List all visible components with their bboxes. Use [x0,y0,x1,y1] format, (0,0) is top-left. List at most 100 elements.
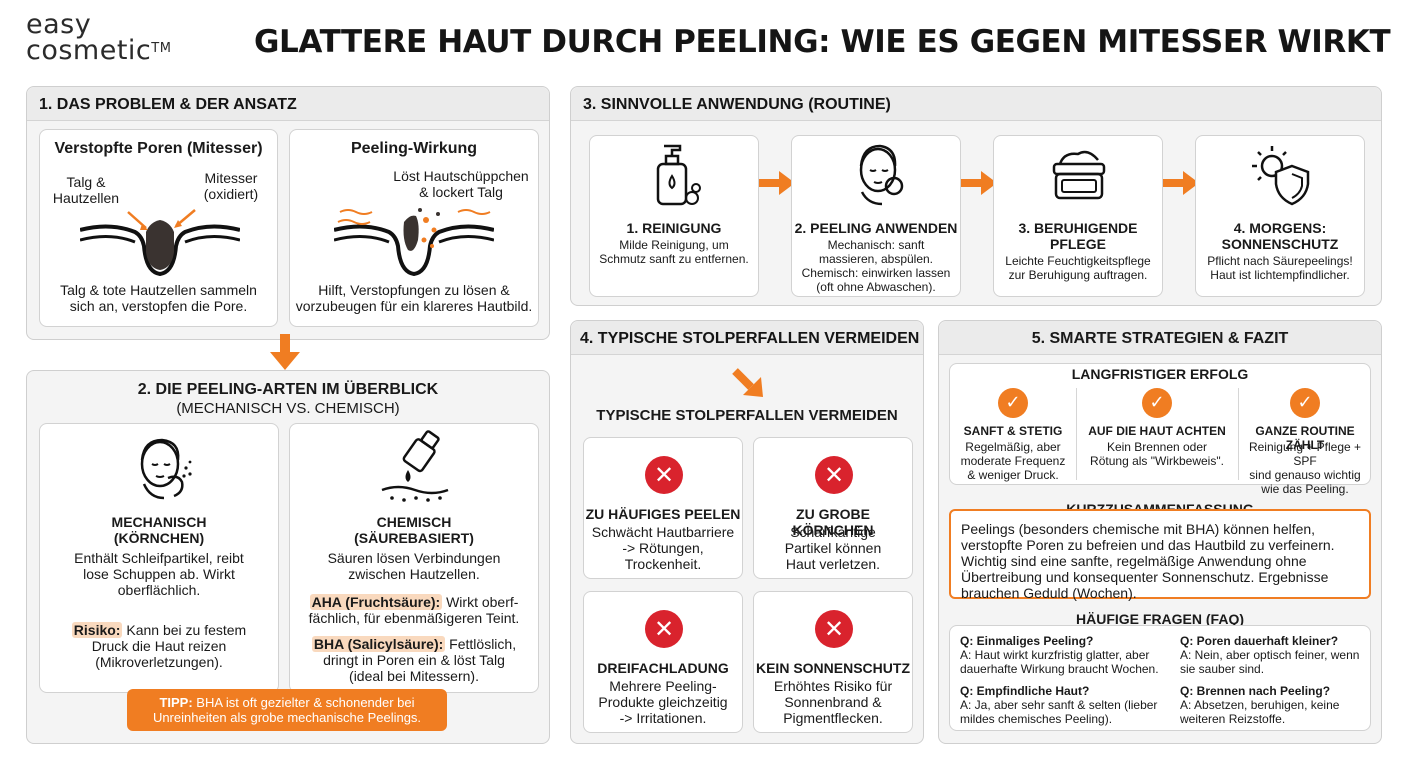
pitfall-title: ZU HÄUFIGES PEELEN [585,506,741,522]
pitfall-title: DREIFACHLADUNG [597,660,729,676]
risk-text: Risiko: Kann bei zu festem Druck die Hau… [71,622,247,670]
divider [1076,388,1077,480]
x-icon: ✕ [815,456,853,494]
label-peeling: Löst Hautschüppchen& lockert Talg [393,168,529,200]
section-peeling-types: 2. DIE PEELING-ARTEN IM ÜBERBLICK (MECHA… [26,370,550,744]
step-title: 4. MORGENS:SONNENSCHUTZ [1221,220,1339,252]
card-title: Peeling-Wirkung [350,140,478,157]
arrow-down-icon [270,334,300,370]
face-cotton-pad-icon [859,144,904,206]
brand-logo: easy cosmeticTM [26,9,172,66]
card-title: CHEMISCH(SÄUREBASIERT) [354,514,474,546]
card-title: MECHANISCH(KÖRNCHEN) [111,514,207,546]
tip-label: TIPP: [159,695,193,710]
faq-item: Q: Poren dauerhaft kleiner?A: Nein, aber… [1180,634,1360,676]
pitfall-title: KEIN SONNENSCHUTZ [755,660,910,676]
cream-jar-icon [1052,150,1106,200]
success-title: LANGFRISTIGER ERFOLG [1071,366,1249,382]
section-title: 3. SINNVOLLE ANWENDUNG (ROUTINE) [583,96,891,113]
section-routine: 3. SINNVOLLE ANWENDUNG (ROUTINE) 1. REIN… [570,86,1382,306]
label-sebum: Talg &Hautzellen [52,174,120,206]
risk-label: Risiko: [71,622,123,638]
card-clogged-pores: Verstopfte Poren (Mitesser) Talg &Hautze… [39,129,278,327]
sun-shield-icon [1252,146,1310,206]
card-title: Verstopfte Poren (Mitesser) [54,140,263,157]
x-icon: ✕ [645,610,683,648]
section-pitfalls: 4. TYPISCHE STOLPERFALLEN VERMEIDEN TYPI… [570,320,924,744]
section-problem: 1. DAS PROBLEM & DER ANSATZ Verstopfte P… [26,86,550,340]
faq-box: Q: Einmaliges Peeling?A: Haut wirkt kurz… [949,625,1371,731]
check-icon: ✓ [1290,388,1320,418]
x-icon: ✕ [815,610,853,648]
faq-item: Q: Brennen nach Peeling?A: Absetzen, ber… [1180,684,1340,726]
success-item-title: AUF DIE HAUT ACHTEN [1088,424,1226,438]
section-header [939,321,1381,355]
dropper-bottle-icon [381,430,449,502]
success-box: LANGFRISTIGER ERFOLG ✓ SANFT & STETIG Re… [949,363,1371,496]
card-chemical: CHEMISCH(SÄUREBASIERT) Säuren lösen Verb… [289,423,539,693]
pitfall-card: ✕ DREIFACHLADUNG Mehrere Peeling-Produkt… [583,591,743,733]
aha-text: AHA (Fruchtsäure): Wirkt oberf- fächlich… [308,594,520,626]
arrow-right-icon [1163,171,1199,195]
arrow-right-icon [759,171,795,195]
section-header [27,87,549,121]
section-strategies: 5. SMARTE STRATEGIEN & FAZIT LANGFRISTIG… [938,320,1382,744]
pitfall-title: ZU GROBE KÖRNCHEN [792,506,874,538]
card-text: Hilft, Verstopfungen zu lösen &vorzubeug… [295,282,533,314]
summary-box: Peelings (besonders chemische mit BHA) k… [949,509,1371,601]
faq-title: HÄUFIGE FRAGEN (FAQ) [1076,611,1244,627]
step-text: Pflicht nach Säurepeelings!Haut ist lich… [1207,254,1353,282]
brand-line-1: easy [26,9,92,40]
trademark: TM [151,41,172,56]
faq-item: Q: Einmaliges Peeling?A: Haut wirkt kurz… [960,634,1159,676]
arrow-right-icon [961,171,997,195]
section-subtitle: (MECHANISCH VS. CHEMISCH) [176,400,400,417]
section-title: 2. DIE PEELING-ARTEN IM ÜBERBLICK [137,381,439,398]
bha-text: BHA (Salicylsäure): Fettlöslich, dringt … [311,636,517,684]
tip-banner: TIPP: BHA ist oft gezielter & schonender… [127,689,447,731]
section-title: 4. TYPISCHE STOLPERFALLEN VERMEIDEN [580,330,920,347]
label-blackhead: Mitesser(oxidiert) [203,170,259,202]
section-title: 1. DAS PROBLEM & DER ANSATZ [39,96,297,113]
section-header [571,321,923,355]
arrow-diagonal-icon [732,368,763,397]
section-title: 5. SMARTE STRATEGIEN & FAZIT [1031,330,1289,347]
face-scrub-icon [140,438,192,500]
card-peeling-effect: Peeling-Wirkung Löst Hautschüppchen& loc… [289,129,539,327]
step-title: 1. REINIGUNG [626,220,722,236]
check-icon: ✓ [1142,388,1172,418]
check-icon: ✓ [998,388,1028,418]
soap-bottle-icon [656,144,701,206]
pitfall-text: Schwächt Hautbarriere-> Rötungen,Trocken… [591,524,735,572]
x-icon: ✕ [645,456,683,494]
brand-line-2: cosmetic [26,35,152,66]
bha-label: BHA (Salicylsäure): [311,636,446,652]
step-sun-protection: 4. MORGENS:SONNENSCHUTZ Pflicht nach Säu… [1195,135,1365,297]
success-item-title: GANZE ROUTINE ZÄHLT [1255,424,1355,452]
success-item-title: SANFT & STETIG [963,424,1063,438]
faq-item: Q: Empfindliche Haut?A: Ja, aber sehr sa… [960,684,1158,726]
page-title: GLATTERE HAUT DURCH PEELING: WIE ES GEGE… [254,24,1391,60]
section-header [571,87,1381,121]
card-mechanical: MECHANISCH(KÖRNCHEN) Enthält Schleifpart… [39,423,279,693]
clogged-pore-icon [80,209,240,277]
divider [1238,388,1239,480]
pitfalls-subtitle: TYPISCHE STOLPERFALLEN VERMEIDEN [596,407,898,424]
